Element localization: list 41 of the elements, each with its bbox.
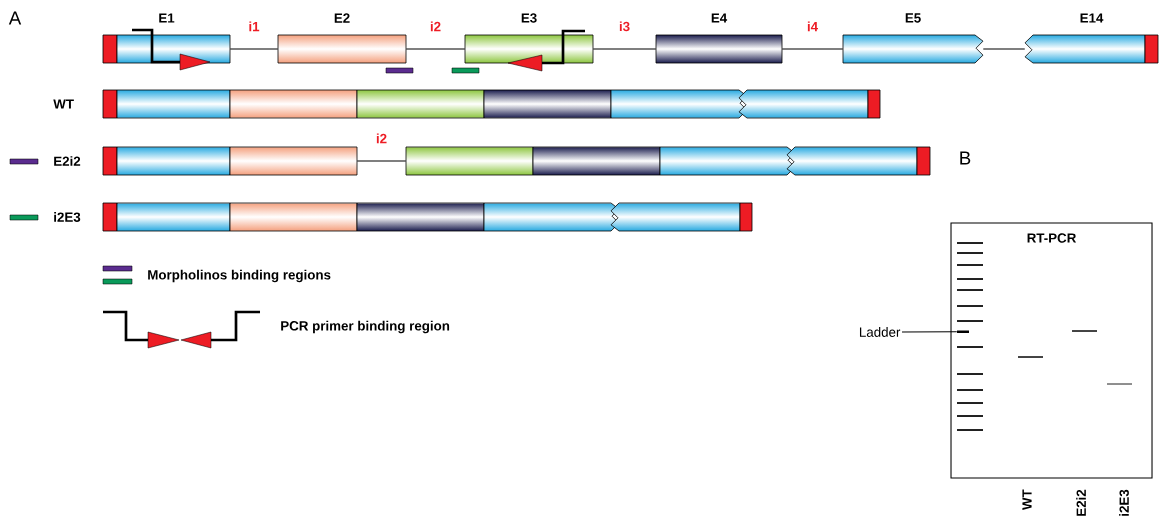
intron-label: i3 — [617, 20, 632, 33]
intron-line — [592, 48, 657, 50]
panel-letter: A — [8, 11, 22, 25]
lane-label: i2E3 — [1119, 489, 1129, 516]
transcript-bar: i2E3 — [54, 202, 753, 232]
exon-box: E1 — [102, 13, 231, 64]
node-label: E4 — [711, 13, 728, 23]
legend-text: Morpholinos binding regions — [148, 269, 331, 283]
lane-label: WT — [1022, 489, 1032, 510]
node-label: E1 — [159, 13, 175, 23]
exon-box: E5 — [842, 13, 984, 64]
intron-line — [356, 160, 407, 162]
exon-box: E2 — [277, 13, 407, 64]
ladder-band — [957, 330, 969, 333]
transcript-bar — [405, 146, 931, 176]
intron-label: i2 — [374, 132, 389, 145]
ladder-label: Ladder — [860, 327, 901, 337]
lane-label: E2i2 — [1076, 489, 1086, 516]
node-label: i2E3 — [54, 212, 81, 222]
intron-line — [781, 48, 844, 50]
legend-text: PCR primer binding region — [281, 320, 450, 334]
intron-label: i1 — [247, 20, 261, 33]
intron-label: i4 — [805, 20, 820, 33]
gel-box: RT-PCR — [950, 222, 1153, 479]
intron-line — [405, 48, 466, 50]
node-label: WT — [53, 99, 74, 109]
node-label: E5 — [905, 13, 921, 23]
node-label: E2 — [334, 13, 350, 23]
leader-line — [901, 331, 958, 333]
exon-box: E4 — [655, 13, 783, 64]
node-label: E2i2 — [54, 156, 81, 166]
exon-box: E3 — [464, 13, 594, 64]
exon-box: E14 — [1024, 13, 1159, 64]
intron-line — [229, 48, 279, 50]
transcript-bar: E2i2 — [54, 146, 358, 176]
node-label: E14 — [1080, 13, 1104, 23]
panel-letter: B — [960, 151, 971, 165]
transcript-bar: WT — [53, 89, 881, 119]
node-label: E3 — [521, 13, 537, 23]
intron-label: i2 — [428, 20, 443, 33]
intron-line — [982, 48, 1026, 50]
